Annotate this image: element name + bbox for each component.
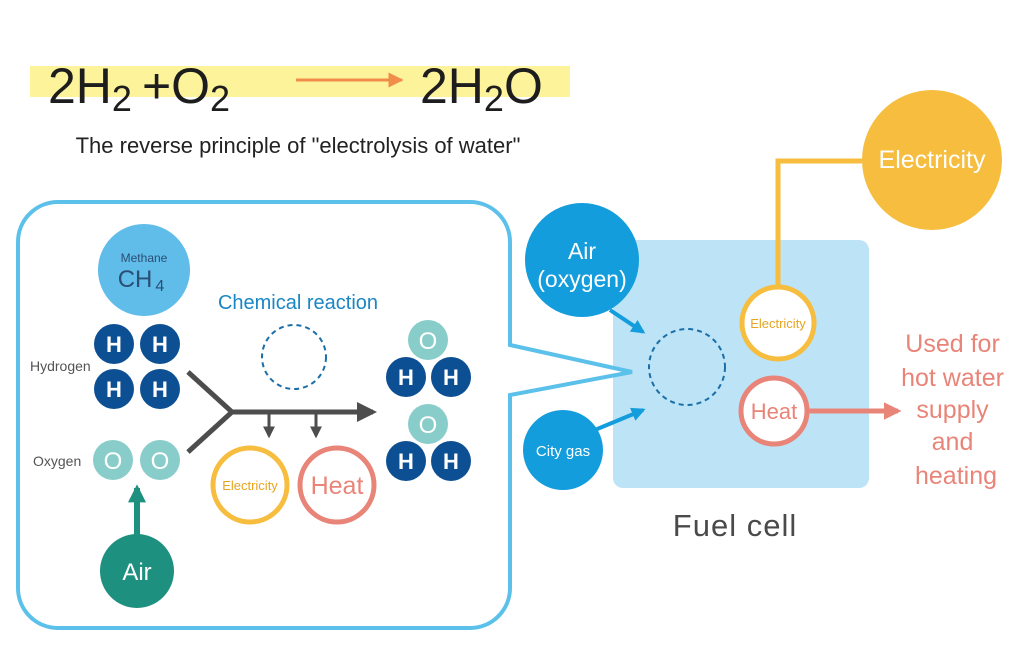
city-gas-label: City gas (536, 443, 590, 460)
hydrogen-atom (386, 441, 426, 481)
air-circle (100, 534, 174, 608)
heat-uses-text: Used for hot water supply and heating (901, 330, 1011, 490)
hydrogen-atom (94, 324, 134, 364)
hydrogen-atom-label: H (152, 332, 168, 357)
oxygen-label: Oxygen (33, 453, 81, 469)
oxygen-atom (140, 440, 180, 480)
fuel-cell-label: Fuel cell (673, 508, 797, 543)
electricity-wire (775, 158, 862, 292)
hydrogen-atoms: H H H H (94, 324, 180, 409)
hydrogen-atom (140, 369, 180, 409)
fuel-cell-box (613, 240, 869, 488)
chemical-reaction-circle (261, 324, 327, 390)
hydrogen-atom-label: H (152, 377, 168, 402)
hydrogen-atom (386, 357, 426, 397)
fuel-cell-electricity-circle (739, 284, 817, 362)
chemical-reaction-label: Chemical reaction (218, 292, 378, 314)
hydrogen-atom-label: H (443, 449, 459, 474)
city-gas-arrow (589, 407, 646, 434)
reaction-electricity-label: Electricity (222, 478, 278, 493)
hydrogen-atom (431, 441, 471, 481)
hydrogen-atom (140, 324, 180, 364)
oxygen-atom-label: O (419, 412, 438, 439)
hydrogen-atom-label: H (398, 449, 414, 474)
city-gas-circle (523, 410, 603, 490)
equation-subtitle: The reverse principle of "electrolysis o… (76, 133, 521, 158)
equation-product: 2H2O (420, 58, 543, 119)
oxygen-atom-label: O (419, 328, 438, 355)
air-oxygen-circle (525, 203, 639, 317)
reaction-electricity-circle (210, 445, 290, 525)
water-molecule: O H H (386, 404, 471, 481)
electricity-output-circle (862, 90, 1002, 230)
hydrogen-atom (94, 369, 134, 409)
electricity-output-label: Electricity (879, 146, 986, 174)
reaction-callout (16, 200, 633, 630)
air-label: Air (122, 559, 151, 586)
methane-label: Methane (121, 251, 168, 265)
fuel-cell-heat-label: Heat (751, 399, 797, 424)
fuel-cell-reaction-circle (648, 328, 726, 406)
methane-circle (98, 224, 190, 316)
oxygen-atom (408, 404, 448, 444)
reaction-heat-label: Heat (311, 472, 364, 500)
fuel-cell-heat-circle (738, 375, 810, 447)
hydrogen-atom-label: H (106, 377, 122, 402)
hydrogen-atom (431, 357, 471, 397)
air-oxygen-arrow (608, 308, 646, 334)
hydrogen-label: Hydrogen (30, 358, 91, 374)
fuel-cell-electricity-label: Electricity (750, 316, 806, 331)
hydrogen-atom-label: H (443, 365, 459, 390)
hydrogen-atom-label: H (106, 332, 122, 357)
equation-text: 2H2+O2 (48, 58, 230, 119)
reaction-heat-circle (297, 445, 377, 525)
water-molecule: O H H (386, 320, 471, 397)
oxygen-atom-label: O (104, 448, 123, 475)
air-oxygen-label: Air(oxygen) (537, 238, 626, 292)
oxygen-atom-label: O (151, 448, 170, 475)
oxygen-atom (93, 440, 133, 480)
oxygen-atom (408, 320, 448, 360)
equation: 2H2+O2 2H2O The reverse principle of "el… (30, 58, 570, 158)
hydrogen-atom-label: H (398, 365, 414, 390)
